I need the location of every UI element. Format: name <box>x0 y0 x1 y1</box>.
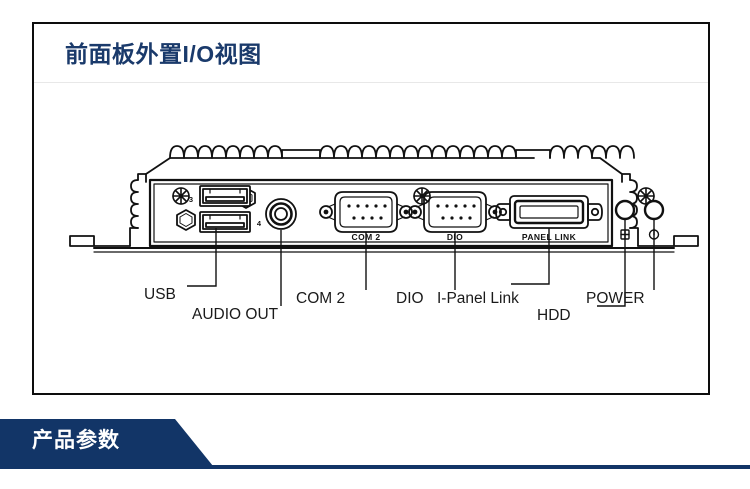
heatsink-fins <box>145 145 635 183</box>
callout-leader-lines <box>187 219 655 307</box>
leader-ipanel-link <box>511 228 550 285</box>
power-led <box>643 199 665 221</box>
usb-port-lower <box>199 211 251 233</box>
callout-label-audio-out: AUDIO OUT <box>192 306 279 323</box>
usb-port-4-label: 4 <box>257 219 262 228</box>
callout-label-com2: COM 2 <box>296 290 346 307</box>
usb-port-upper <box>199 185 251 207</box>
usb-port-3-label: 3 <box>189 195 193 204</box>
screw-head-center <box>413 187 431 205</box>
left-mounting-bracket <box>69 173 147 247</box>
hex-nut-lower-left <box>176 209 196 231</box>
banner-rule <box>0 465 750 469</box>
product-spec-banner: 产品参数 <box>0 419 750 469</box>
front-panel-diagram: 3 4 COM 2 DIO PANEL LINK USB AUDIO OUT C… <box>34 124 708 394</box>
io-view-panel: 前面板外置I/O视图 <box>32 22 710 395</box>
dio-connector <box>408 191 502 233</box>
leader-hdd <box>597 219 626 307</box>
hdd-led <box>614 199 636 221</box>
banner-shape <box>0 419 213 469</box>
callout-label-usb: USB <box>144 286 176 303</box>
screw-head-left <box>172 187 190 205</box>
chassis-body <box>93 178 675 253</box>
page-title: 前面板外置I/O视图 <box>65 41 262 67</box>
leader-usb <box>187 228 217 287</box>
banner-title: 产品参数 <box>32 429 120 452</box>
device-line-drawing: 3 4 COM 2 DIO PANEL LINK <box>69 145 699 307</box>
title-divider <box>34 82 708 83</box>
callout-label-power: POWER <box>586 290 645 307</box>
audio-jack <box>265 198 297 230</box>
com2-connector <box>319 191 413 233</box>
callout-label-hdd: HDD <box>537 307 571 324</box>
panel-link-connector <box>495 195 603 229</box>
callout-label-dio: DIO <box>396 290 424 307</box>
callout-label-ipanel-link: I-Panel Link <box>437 290 519 307</box>
